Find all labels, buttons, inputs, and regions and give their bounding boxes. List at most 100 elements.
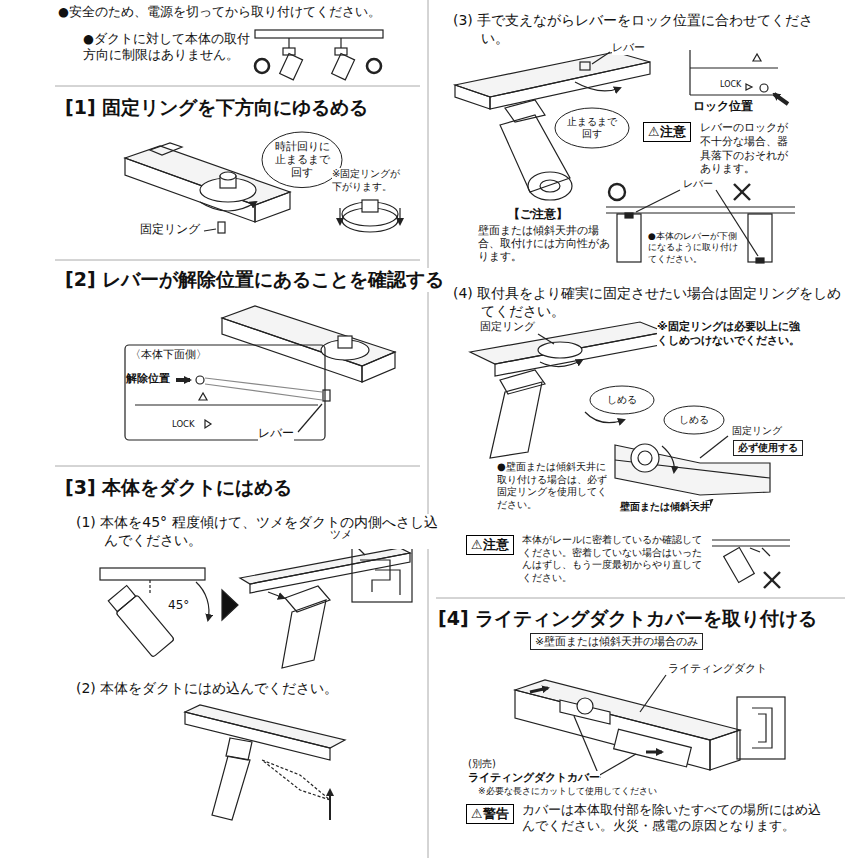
drawing-rect bbox=[280, 54, 303, 80]
label-text: レバー bbox=[683, 178, 713, 191]
drawing-line bbox=[530, 688, 548, 692]
section-heading: [1] 固定リングを下方向にゆるめる bbox=[65, 96, 368, 120]
duct-direction-figure bbox=[255, 30, 383, 80]
drawing-line bbox=[205, 384, 322, 400]
drawing-path bbox=[515, 690, 710, 770]
label-text: 解除位置 bbox=[126, 372, 170, 386]
warning-badge: ⚠警告 bbox=[466, 804, 514, 824]
drawing-line bbox=[646, 751, 662, 754]
label-text: ライティングダクト bbox=[668, 662, 767, 676]
label-text: レバー bbox=[258, 426, 294, 441]
label-text: ●本体のレバーが下側になるように取り付けてください。 bbox=[648, 231, 738, 265]
drawing-line bbox=[205, 378, 322, 392]
node-text: 止まるまで回す bbox=[565, 116, 619, 140]
label-text: (3) 手で支えながらレバーをロック位置に合わせてください。 bbox=[453, 12, 841, 47]
drawing-line bbox=[700, 436, 728, 458]
label-text: 本体がレールに密着しているか確認してください。密着していない場合はいったんはずし… bbox=[522, 534, 710, 584]
label-text: 壁面または傾斜天井 bbox=[620, 501, 710, 514]
section-heading: [2] レバーが解除位置にあることを確認する bbox=[65, 268, 455, 292]
step3-2-figure bbox=[185, 705, 345, 820]
drawing-line bbox=[428, 0, 429, 858]
drawing-path bbox=[222, 306, 395, 366]
callout-bubble: 止まるまで回す bbox=[555, 108, 629, 148]
callout-bubble: しめる bbox=[590, 386, 654, 414]
label-text: (別売) bbox=[468, 758, 496, 771]
drawing-ellipse bbox=[631, 444, 659, 472]
label-text: ※固定リングは必要以上に強くしめつけないでください。 bbox=[657, 320, 809, 348]
drawing-line bbox=[149, 580, 150, 595]
drawing-rect bbox=[580, 62, 590, 70]
drawing-line bbox=[55, 260, 420, 261]
drawing-path bbox=[196, 582, 209, 620]
label-text: (4) 取付具をより確実に固定させたい場合は固定リングをしめてください。 bbox=[453, 285, 846, 320]
drawing-rect bbox=[125, 345, 325, 440]
warning-badge: ⚠注意 bbox=[466, 535, 514, 555]
drawing-path bbox=[150, 143, 182, 155]
bubble-ellipse bbox=[664, 406, 724, 434]
label-text: ※固定リングが下がります。 bbox=[332, 168, 408, 193]
drawing-path bbox=[200, 202, 256, 211]
label-text: レバーのロックが不十分な場合、器具落下のおそれがあります。 bbox=[700, 121, 796, 176]
drawing-line bbox=[55, 86, 420, 87]
dividers bbox=[55, 0, 845, 858]
drawing-line bbox=[734, 184, 750, 200]
node-text: 時計回りに止まるまで回す bbox=[272, 140, 332, 180]
label-text: 固定リング bbox=[480, 320, 535, 334]
drawing-rect bbox=[362, 200, 378, 212]
note-box: 必ず使用する bbox=[733, 440, 803, 456]
callout-bubble: しめる bbox=[664, 406, 724, 434]
label-text: 【ご注意】 bbox=[508, 207, 568, 222]
drawing-path bbox=[250, 553, 410, 593]
drawing-path bbox=[575, 82, 620, 91]
drawing-path bbox=[662, 446, 674, 472]
label-text: ※必要な長さにカットして使用してください bbox=[478, 786, 657, 797]
drawing-path bbox=[490, 382, 542, 458]
drawing-line bbox=[734, 184, 750, 200]
drawing-circle bbox=[577, 698, 593, 714]
drawing-circle bbox=[367, 59, 381, 73]
drawing-path bbox=[752, 708, 772, 748]
label-text: カバーは本体取付部を除いたすべての場所にはめ込んでください。火災・感電の原因とな… bbox=[522, 802, 822, 833]
node-text: 必ず使用する bbox=[738, 442, 798, 454]
callout-bubble: 時計回りに止まるまで回す bbox=[262, 132, 342, 188]
drawing-path bbox=[212, 756, 250, 820]
bubble-ellipse bbox=[555, 108, 629, 148]
drawing-path bbox=[758, 714, 766, 742]
drawing-rect bbox=[737, 697, 785, 759]
drawing-rect bbox=[625, 213, 633, 218]
label-text: ●安全のため、電源を切ってから取り付けてください。 bbox=[58, 4, 381, 20]
drawing-path bbox=[455, 85, 490, 109]
step2-figure bbox=[125, 306, 395, 440]
label-text: (2) 本体をダクトにはめ込んでください。 bbox=[76, 680, 338, 698]
drawing-rect bbox=[116, 595, 175, 657]
drawing-circle bbox=[609, 184, 625, 200]
drawing-g bbox=[107, 584, 175, 657]
drawing-rect bbox=[323, 390, 330, 401]
label-text: ●壁面または傾斜天井に取り付ける場合は、必ず固定リングを使用してください。 bbox=[497, 461, 613, 511]
label-text: ●ダクトに対して本体の取付方向に制限はありません。 bbox=[83, 31, 253, 62]
drawing-polygon bbox=[746, 84, 752, 90]
drawing-circle bbox=[196, 376, 204, 384]
drawing-rect bbox=[724, 548, 755, 583]
node-text: しめる bbox=[674, 414, 714, 426]
drawing-path bbox=[710, 730, 740, 770]
node-text: ⚠警告 bbox=[471, 806, 509, 822]
drawing-rect bbox=[338, 336, 352, 348]
section-heading: [3] 本体をダクトにはめる bbox=[65, 476, 292, 500]
drawing-path bbox=[375, 570, 400, 595]
label-text: ロック位置 bbox=[693, 99, 753, 114]
label-text: 〈本体下面側〉 bbox=[130, 348, 207, 362]
drawing-rect bbox=[255, 30, 383, 38]
label-text: (1) 本体を45° 程度傾けて、ツメをダクトの内側へさし込んでください。 bbox=[76, 514, 449, 549]
drawing-line bbox=[339, 208, 340, 224]
label-text: ツメ bbox=[330, 528, 352, 542]
node-text: しめる bbox=[600, 394, 644, 406]
drawing-line bbox=[606, 206, 795, 207]
label-text: LOCK bbox=[172, 419, 195, 430]
step3-1-figure bbox=[100, 538, 412, 668]
drawing-line bbox=[640, 675, 666, 712]
drawing-rect bbox=[100, 568, 205, 580]
drawing-path bbox=[255, 192, 290, 222]
drawing-polygon bbox=[205, 420, 211, 428]
